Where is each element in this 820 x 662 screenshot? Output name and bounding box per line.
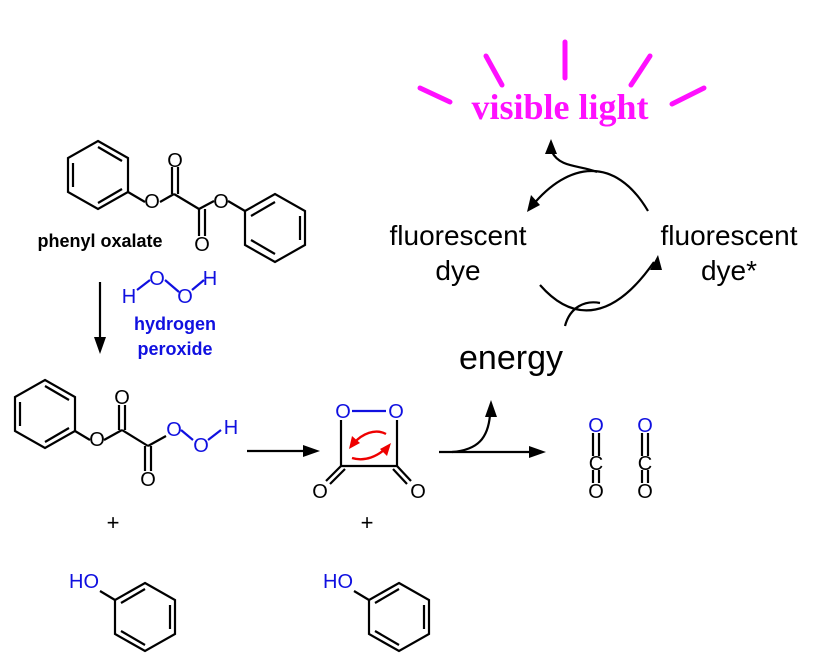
light-ray: [669, 85, 707, 107]
arrowhead: [529, 446, 546, 458]
upper-cycle-arc: [531, 169, 649, 212]
peroxy-intermediate-atoms: O O O O O H: [89, 387, 238, 491]
decomposition-arrow: [439, 414, 532, 454]
energy-input-arc: [563, 301, 601, 327]
fluorescent-dye-label: fluorescent: [390, 220, 527, 251]
excited-dye-label: fluorescent: [661, 220, 798, 251]
cycle-arrowheads: [527, 139, 662, 270]
oxygen-atom: O: [588, 415, 604, 437]
benzene-ring: [367, 581, 431, 653]
oxygen-atom: O: [312, 481, 328, 503]
oxygen-atom: O: [114, 387, 130, 409]
peroxy-bonds: [180, 429, 222, 441]
benzene-ring: [13, 378, 77, 450]
carbon-atom: C: [589, 453, 603, 475]
oxygen-atom: O: [167, 150, 183, 172]
electron-push-arrows: [351, 430, 387, 461]
benzene-ring: [243, 192, 307, 264]
phenyl-oxalate-label: phenyl oxalate: [37, 231, 162, 251]
oxygen-atom: O: [194, 234, 210, 256]
phenyl-oxalate-atoms: O O O O: [144, 150, 229, 256]
plus-sign: +: [361, 510, 374, 535]
hydroxyl-group: HO: [323, 571, 353, 593]
electron-arrow: [353, 430, 387, 444]
oxygen-atom: O: [637, 415, 653, 437]
arrowhead: [303, 445, 320, 457]
phenol-molecule: [99, 581, 177, 653]
excited-dye-label-line2: dye*: [701, 255, 757, 286]
cycle-arrows: [531, 151, 655, 327]
hydrogen-atom: H: [203, 268, 217, 290]
energy-release-arc: [451, 414, 492, 454]
oxygen-atom: O: [335, 401, 351, 423]
oxygen-atom: O: [588, 481, 604, 503]
plus-sign: +: [107, 510, 120, 535]
hydrogen-atom: H: [122, 286, 136, 308]
arrowhead: [527, 195, 540, 212]
oxygen-atom: O: [637, 481, 653, 503]
arrowhead: [545, 139, 557, 154]
light-ray: [417, 85, 453, 105]
oxygen-atom: O: [140, 469, 156, 491]
light-emission-arc: [551, 151, 598, 174]
oxygen-atom: O: [149, 268, 165, 290]
phenol-molecule: [353, 581, 431, 653]
hydrogen-atom: H: [224, 417, 238, 439]
oxygen-atom: O: [144, 191, 160, 213]
carbon-dioxide-molecule: O C O: [637, 415, 653, 503]
oxygen-atom: O: [166, 419, 182, 441]
peroxy-intermediate-molecule: [13, 378, 167, 471]
energy-label: energy: [459, 339, 563, 377]
benzene-ring: [66, 139, 130, 211]
benzene-ring: [113, 581, 177, 653]
arrowhead: [349, 436, 360, 449]
dioxetanedione-molecule: O O O O: [312, 401, 426, 503]
carbon-atom: C: [638, 453, 652, 475]
oxygen-atom: O: [410, 481, 426, 503]
visible-light-rays: [417, 39, 707, 107]
oxygen-atom: O: [213, 191, 229, 213]
fluorescent-dye-label-line2: dye: [435, 255, 480, 286]
arrowhead: [485, 400, 497, 417]
hydrogen-peroxide-molecule: H O O H: [122, 268, 217, 308]
visible-light-label: visible light: [471, 87, 648, 127]
light-ray: [483, 53, 505, 88]
hydroxyl-group: HO: [69, 571, 99, 593]
phenyl-oxalate-molecule: [66, 139, 307, 264]
oxygen-atom: O: [89, 429, 105, 451]
light-ray: [628, 53, 653, 88]
oxygen-atom: O: [177, 286, 193, 308]
arrowhead: [94, 337, 106, 354]
oxygen-atom: O: [388, 401, 404, 423]
hydrogen-peroxide-label: hydrogen: [134, 314, 216, 334]
lower-cycle-arc: [539, 261, 655, 312]
carbon-dioxide-molecule: O C O: [588, 415, 604, 503]
arrowhead: [650, 255, 662, 270]
arrowhead: [380, 443, 391, 456]
hydrogen-peroxide-label-line2: peroxide: [137, 339, 212, 359]
oxygen-atom: O: [193, 435, 209, 457]
